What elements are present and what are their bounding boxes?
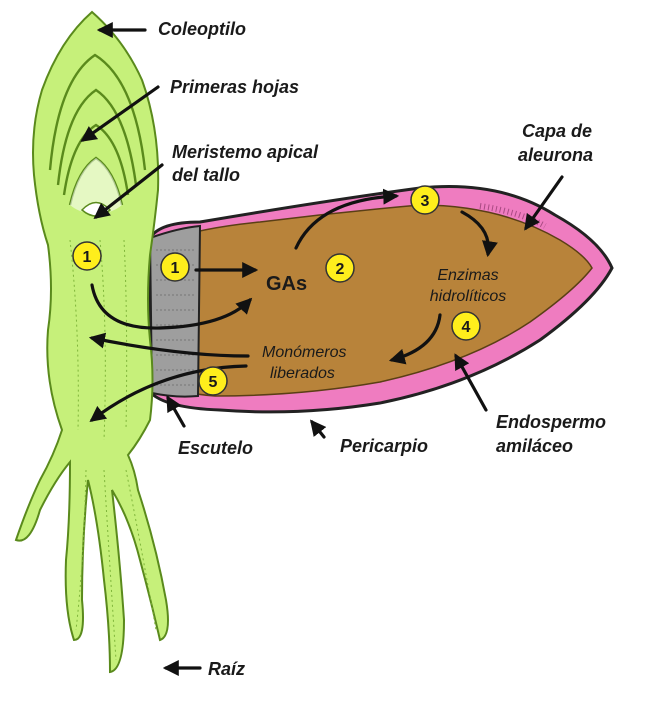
svg-text:4: 4 (462, 319, 471, 336)
badge-step4: 4 (452, 312, 480, 340)
enzymes-label-line1: Enzimas (437, 267, 498, 284)
label-first-leaves: Primeras hojas (170, 77, 299, 97)
svg-text:2: 2 (336, 261, 345, 278)
monomers-label-line2: liberados (270, 365, 335, 382)
label-coleoptile: Coleoptilo (158, 19, 246, 39)
label-endosperm-line1: Endospermo (496, 412, 606, 432)
label-scutellum: Escutelo (178, 438, 253, 458)
badge-step3: 3 (411, 186, 439, 214)
label-root: Raíz (208, 659, 245, 679)
enzymes-label-line2: hidrolíticos (430, 288, 506, 305)
svg-text:1: 1 (171, 260, 180, 277)
seedling (16, 12, 168, 672)
badge-step1-scutellum: 1 (161, 253, 189, 281)
monomers-label-line1: Monómeros (262, 344, 346, 361)
label-apical-meristem-line2: del tallo (172, 165, 240, 185)
label-endosperm-line2: amiláceo (496, 436, 573, 456)
badge-step1-embryo: 1 (73, 242, 101, 270)
svg-text:1: 1 (83, 249, 92, 266)
badge-step5: 5 (199, 367, 227, 395)
svg-text:5: 5 (209, 374, 218, 391)
label-apical-meristem-line1: Meristemo apical (172, 142, 319, 162)
svg-text:3: 3 (421, 193, 430, 210)
pointer-pericarp (312, 422, 324, 437)
label-aleurone-line2: aleurona (518, 145, 593, 165)
badge-step2: 2 (326, 254, 354, 282)
gas-label: GAs (266, 273, 307, 295)
label-aleurone-line1: Capa de (522, 121, 592, 141)
label-pericarp: Pericarpio (340, 436, 428, 456)
